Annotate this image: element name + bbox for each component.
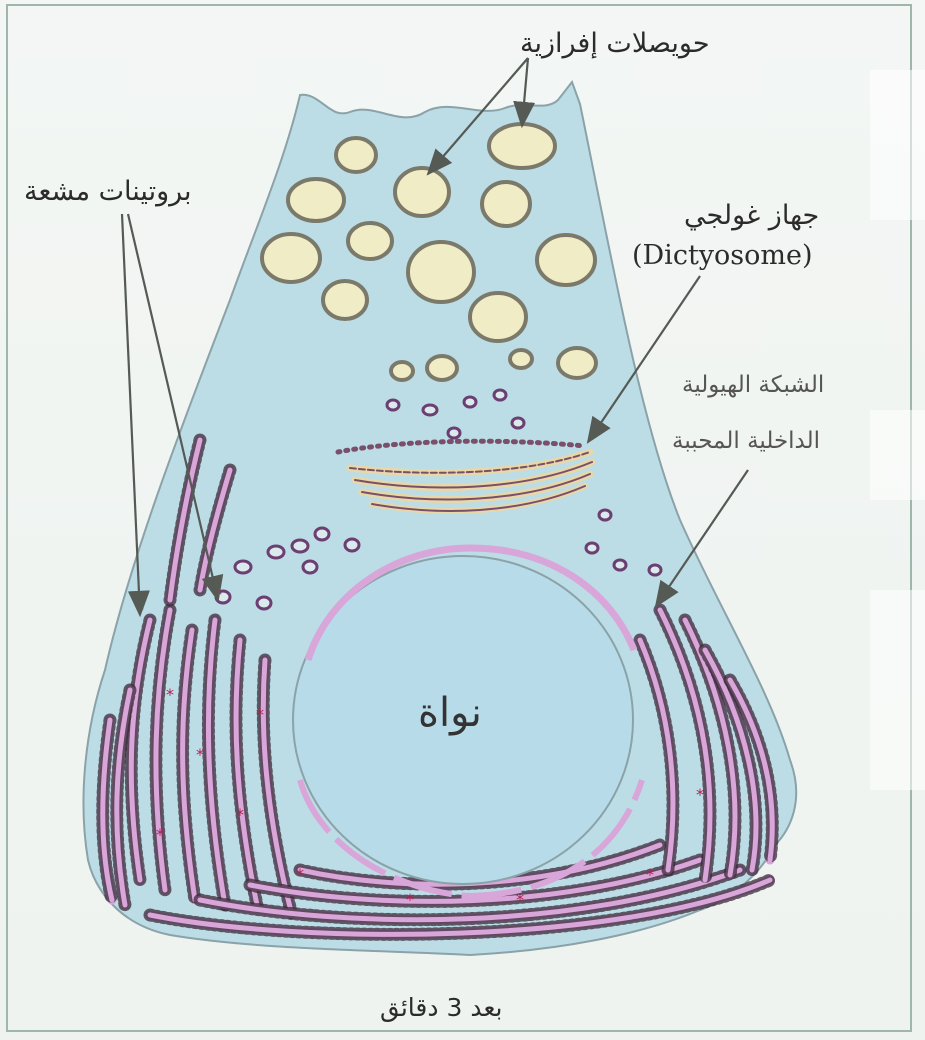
radioactive-protein-mark: * (256, 705, 264, 724)
radioactive-protein-mark: * (196, 745, 204, 764)
radioactive-protein-mark: * (156, 825, 164, 844)
label-secretory-vesicles: حويصلات إفرازية (520, 28, 710, 59)
figure-caption: بعد 3 دقائق (380, 993, 502, 1022)
label-golgi: جهاز غولجي (684, 200, 819, 231)
page-glare (870, 70, 925, 220)
label-rough-er-line1: الشبكة الهيولية (682, 372, 824, 398)
label-golgi-latin: (Dictyosome) (632, 240, 813, 271)
page-glare (870, 410, 925, 500)
radioactive-protein-mark: * (166, 685, 174, 704)
radioactive-protein-mark: * (646, 865, 654, 884)
label-rough-er-line2: الداخلية المحببة (672, 428, 820, 454)
radioactive-protein-mark: * (696, 785, 704, 804)
radioactive-protein-mark: * (236, 805, 244, 824)
radioactive-protein-mark: * (296, 865, 304, 884)
label-radioactive-proteins: بروتينات مشعة (24, 176, 192, 207)
page-glare (870, 590, 925, 790)
label-nucleus: نواة (418, 690, 482, 736)
radioactive-protein-mark: * (406, 890, 414, 909)
